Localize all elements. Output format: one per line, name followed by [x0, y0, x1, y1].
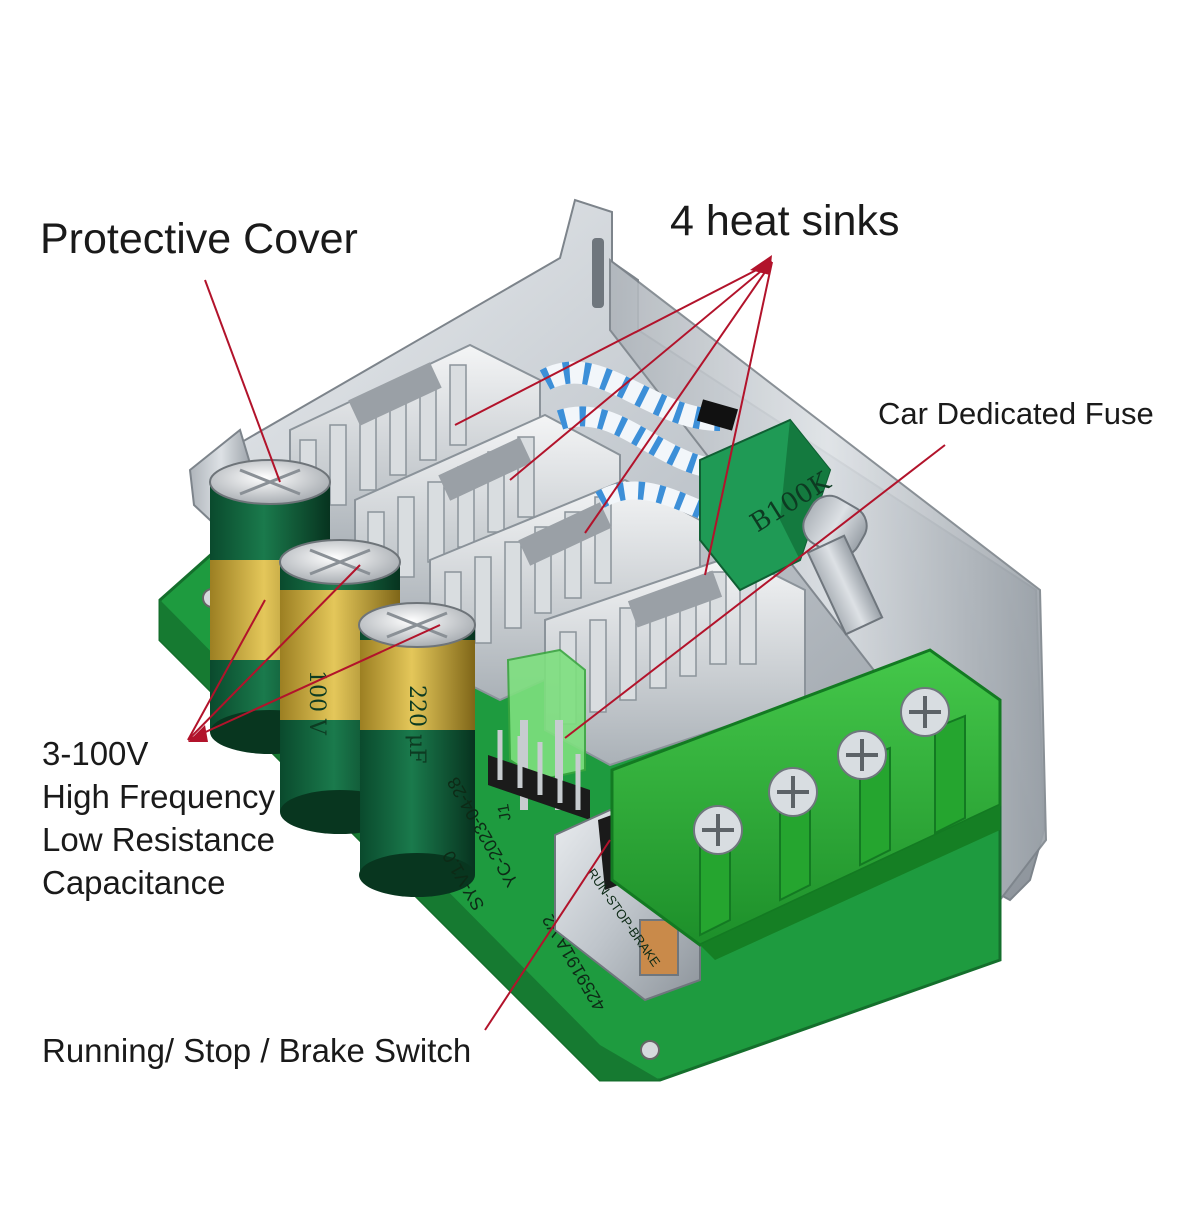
heat-sink — [544, 553, 806, 767]
screw — [900, 687, 950, 737]
heat-sink — [429, 478, 701, 702]
leader-capacitor-1 — [187, 599, 266, 741]
leader-capacitor-2 — [187, 564, 361, 741]
leader-fuse — [564, 444, 946, 739]
terminal-block — [610, 648, 1002, 960]
leader-protective-cover — [204, 279, 281, 483]
header-j1: J1 — [488, 730, 590, 822]
screw — [693, 805, 743, 855]
screw — [768, 767, 818, 817]
capacitance-line: Low Resistance — [42, 821, 275, 858]
wire-stripe — [539, 361, 721, 431]
capacitor: 220 μF — [358, 602, 476, 897]
leader-capacitor-3 — [187, 624, 441, 741]
capacitor-rating: 220 μF — [404, 685, 429, 764]
heat-sink — [354, 413, 621, 632]
label-switch: Running/ Stop / Brake Switch — [42, 1032, 472, 1069]
leader-heat-sink-1 — [454, 261, 773, 426]
wire-stripe — [556, 406, 731, 480]
label-capacitance: 3-100V High Frequency Low Resistance Cap… — [42, 732, 275, 904]
header-label: J1 — [495, 802, 515, 822]
capacitor-voltage: 100 V — [304, 670, 329, 736]
leader-heat-sink-3 — [584, 261, 773, 534]
leader-switch — [484, 839, 611, 1031]
capacitance-line: Capacitance — [42, 864, 226, 901]
mounting-hole — [640, 1040, 660, 1060]
capacitance-line: 3-100V — [42, 735, 149, 772]
label-heat-sinks: 4 heat sinks — [670, 197, 900, 245]
leader-lines — [187, 261, 946, 1031]
leader-arrowheads — [188, 255, 772, 742]
cover-slot — [592, 238, 604, 308]
leader-heat-sink-4 — [704, 261, 773, 576]
label-protective-cover: Protective Cover — [40, 215, 358, 263]
screw — [837, 730, 887, 780]
label-fuse: Car Dedicated Fuse — [878, 396, 1154, 431]
wire-shrink — [696, 399, 739, 431]
capacitance-line: High Frequency — [42, 778, 275, 815]
leader-heat-sink-2 — [509, 261, 773, 481]
